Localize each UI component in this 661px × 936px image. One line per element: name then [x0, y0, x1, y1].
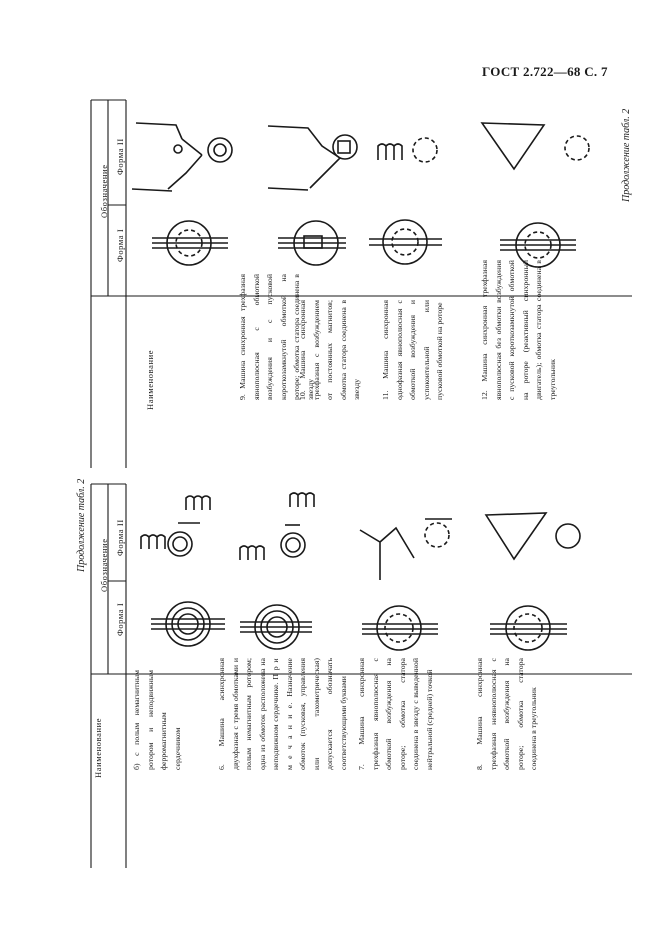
- left-form2-symbols: [140, 492, 581, 580]
- page-header: ГОСТ 2.722—68 С. 7: [482, 64, 608, 79]
- right-form1-symbols: [152, 219, 576, 268]
- left-table-grid: [90, 483, 632, 868]
- left-form1-symbols: [151, 601, 567, 651]
- right-form2-symbols: [131, 122, 590, 192]
- right-table-grid: [90, 99, 632, 468]
